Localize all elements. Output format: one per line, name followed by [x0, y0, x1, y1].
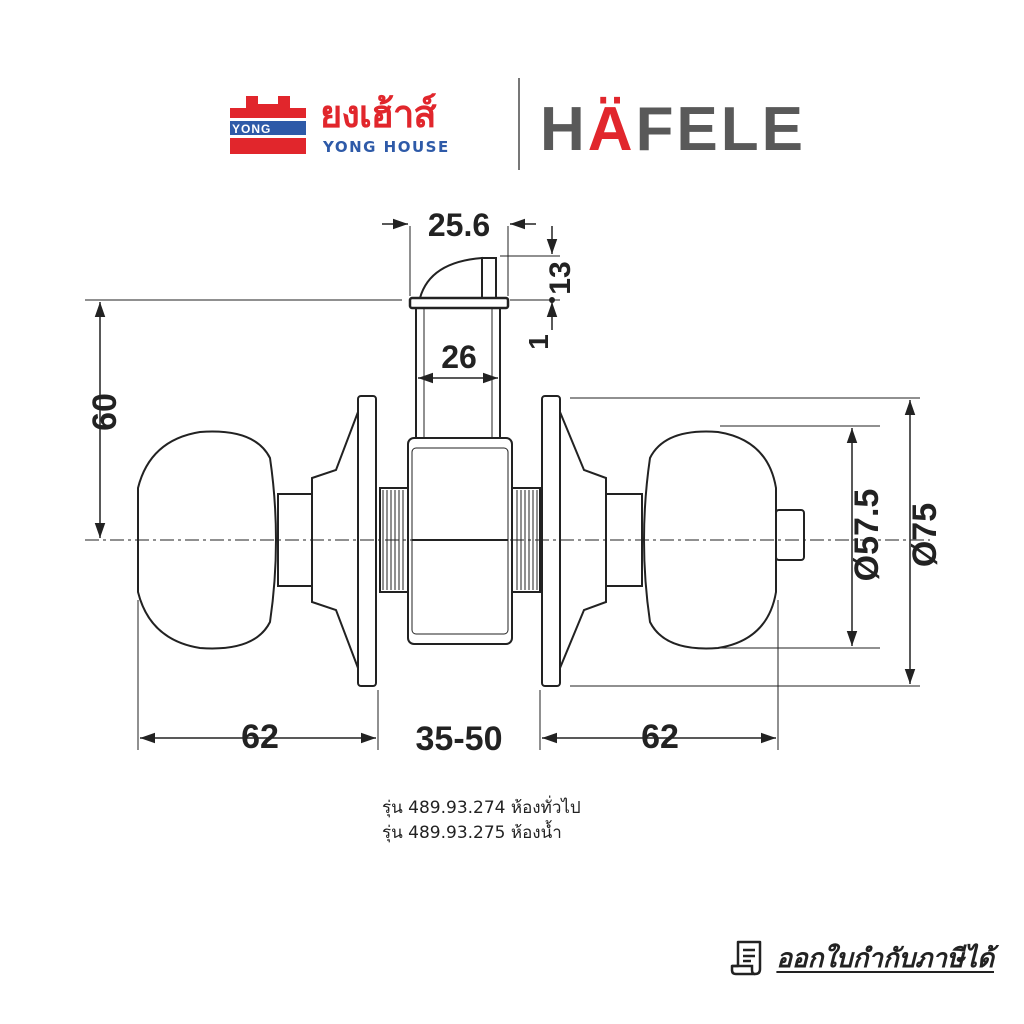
logo-divider	[518, 78, 520, 170]
dim-right-knob: 62	[641, 718, 679, 756]
lock-body	[379, 437, 541, 645]
knob-lock-technical-drawing: 25.6 13 1 26 60 Ø57.5 Ø75 62 35-50 62	[85, 207, 944, 758]
dim-faceplate-offset: 1	[523, 334, 554, 350]
dim-inner-knob-dia: Ø57.5	[848, 489, 886, 582]
tax-invoice-note: ออกใบกำกับภาษีได้	[730, 938, 994, 978]
dim-latch-height: 13	[544, 261, 577, 294]
dim-door-thickness: 35-50	[416, 720, 503, 758]
hafele-rest: FELE	[635, 95, 807, 164]
yong-house-logo-mark	[230, 96, 306, 154]
model-line-general: รุ่น 489.93.274 ห้องทั่วไป	[382, 798, 581, 818]
hafele-logo: HÄFELE	[540, 98, 806, 162]
dim-left-knob: 62	[241, 718, 279, 756]
left-rose	[311, 395, 377, 687]
hafele-a: Ä	[587, 95, 636, 164]
right-rose	[541, 395, 607, 687]
dim-latch-width: 25.6	[428, 207, 490, 243]
brand-header: YONG ยงเฮ้าส์ YONG HOUSE HÄFELE	[0, 0, 1024, 190]
left-knob	[137, 430, 313, 650]
yong-house-english-name: YONG HOUSE	[323, 138, 450, 156]
model-line-bathroom: รุ่น 489.93.275 ห้องน้ำ	[382, 823, 562, 843]
right-knob	[605, 430, 805, 650]
yong-badge-text: YONG	[232, 122, 272, 136]
yong-house-thai-name: ยงเฮ้าส์	[320, 92, 437, 136]
extension-lines	[85, 226, 920, 750]
model-list: รุ่น 489.93.274 ห้องทั่วไป รุ่น 489.93.2…	[382, 796, 581, 846]
hafele-h: H	[540, 95, 588, 164]
dim-backset: 60	[86, 393, 124, 431]
tax-invoice-label: ออกใบกำกับภาษีได้	[776, 943, 994, 974]
threads	[382, 490, 538, 590]
dim-rose-dia: Ø75	[906, 503, 944, 567]
dim-latch-body: 26	[441, 339, 477, 375]
receipt-icon	[731, 940, 762, 976]
